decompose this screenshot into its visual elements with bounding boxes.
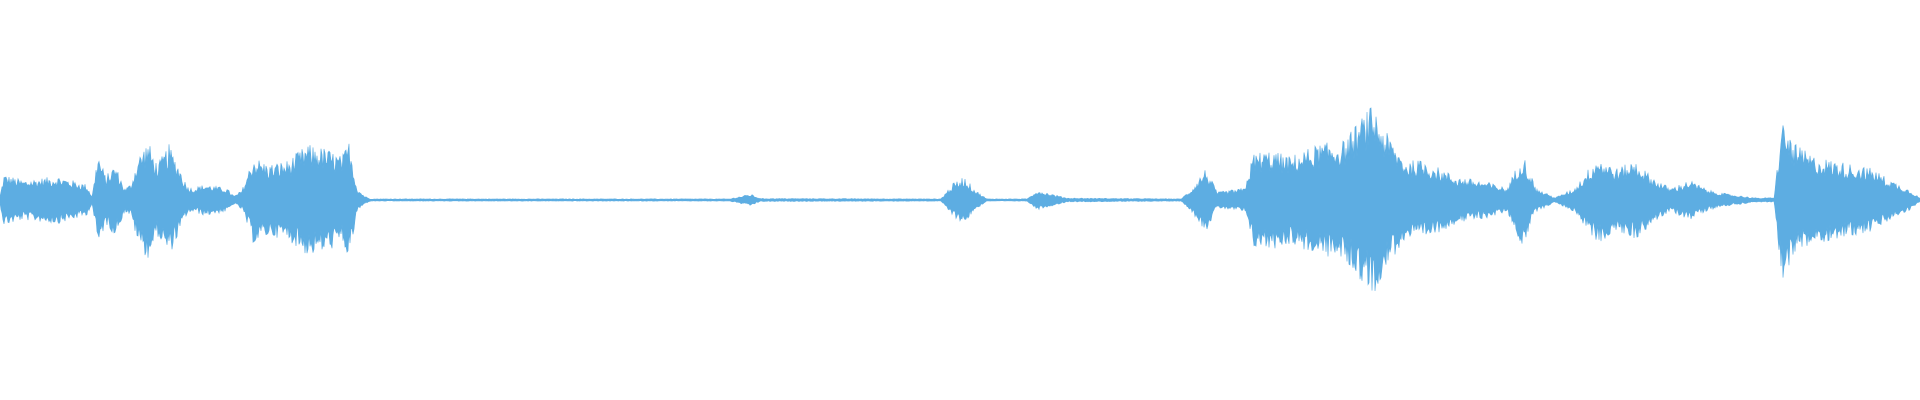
waveform-shape — [0, 107, 1920, 292]
